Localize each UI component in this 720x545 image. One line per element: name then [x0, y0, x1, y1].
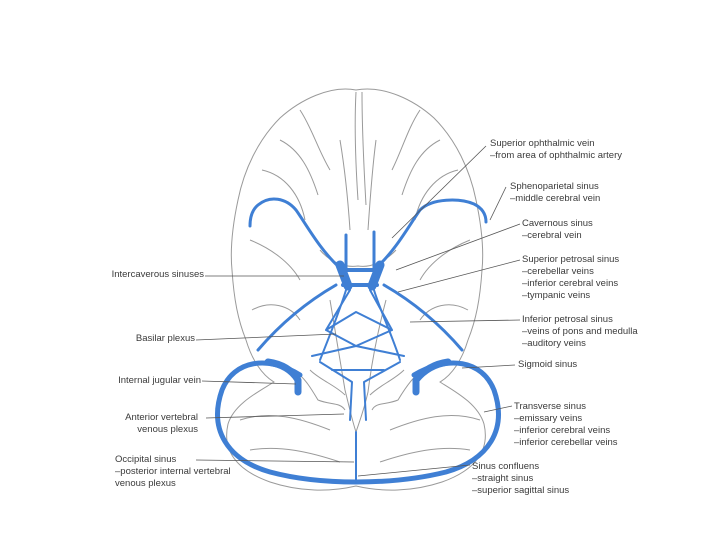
label-sub: –emissary veins — [514, 413, 583, 424]
label-sigmoid-sinus: Sigmoid sinus — [518, 359, 577, 371]
label-sub: –auditory veins — [522, 338, 586, 349]
label-title: Inferior petrosal sinus — [522, 314, 613, 325]
label-occipital-sinus: Occipital sinus –posterior internal vert… — [115, 454, 231, 490]
label-title: Superior petrosal sinus — [522, 254, 620, 265]
label-title: Cavernous sinus — [522, 218, 593, 229]
label-sub: –middle cerebral vein — [510, 193, 601, 204]
label-title: Superior ophthalmic vein — [490, 138, 595, 149]
venous-sinuses — [215, 197, 501, 485]
label-title: Sinus confluens — [472, 461, 540, 472]
label-internal-jugular-vein: Internal jugular vein — [80, 375, 201, 387]
sigmoid-sinus-left — [264, 358, 302, 396]
label-title: Occipital sinus — [115, 454, 177, 465]
label-sub: –tympanic veins — [522, 290, 591, 301]
label-sub: –posterior internal vertebral — [115, 466, 231, 477]
label-superior-petrosal-sinus: Superior petrosal sinus –cerebellar vein… — [522, 254, 619, 302]
label-sub: –veins of pons and medulla — [522, 326, 638, 337]
label-superior-ophthalmic-vein: Superior ophthalmic vein –from area of o… — [490, 138, 622, 162]
basilar-plexus — [311, 289, 405, 421]
label-title: Anterior vertebral — [125, 412, 198, 423]
label-sub: –superior sagittal sinus — [472, 485, 570, 496]
brain-outline — [226, 88, 486, 491]
label-cavernous-sinus: Cavernous sinus –cerebral vein — [522, 218, 593, 242]
sphenoparietal-sinus-left — [248, 197, 342, 270]
label-inferior-petrosal-sinus: Inferior petrosal sinus –veins of pons a… — [522, 314, 638, 350]
label-sub: –inferior cerebellar veins — [514, 437, 618, 448]
label-basilar-plexus: Basilar plexus — [80, 333, 195, 345]
superior-petrosal-sinus-right — [382, 283, 464, 352]
label-sub: –inferior cerebral veins — [514, 425, 611, 436]
intercavernous-sinuses — [338, 268, 382, 287]
label-sub: –cerebral vein — [522, 230, 582, 241]
label-title: Internal jugular vein — [118, 375, 201, 386]
label-sphenoparietal-sinus: Sphenoparietal sinus –middle cerebral ve… — [510, 181, 600, 205]
sphenoparietal-sinus-right — [374, 198, 488, 270]
label-title: Transverse sinus — [514, 401, 586, 412]
label-sub: venous plexus — [115, 478, 176, 489]
label-sub: –inferior cerebral veins — [522, 278, 619, 289]
label-title: Basilar plexus — [135, 333, 195, 344]
inferior-petrosal-sinus-right — [373, 289, 401, 361]
label-sub: –cerebellar veins — [522, 266, 594, 277]
label-intercavernous-sinuses: Intercaverous sinuses — [80, 269, 204, 281]
label-sinus-confluens: Sinus confluens –straight sinus –superio… — [472, 461, 569, 497]
label-anterior-vertebral-venous-plexus: Anterior vertebral venous plexus — [80, 412, 198, 436]
label-title: Sphenoparietal sinus — [510, 181, 599, 192]
superior-petrosal-sinus-left — [256, 283, 338, 352]
label-title: Intercaverous sinuses — [111, 269, 204, 280]
sigmoid-sinus-right — [412, 358, 452, 396]
label-transverse-sinus: Transverse sinus –emissary veins –inferi… — [514, 401, 618, 449]
leader-lines — [195, 145, 521, 477]
label-sub: –from area of ophthalmic artery — [490, 150, 623, 161]
label-title: Sigmoid sinus — [518, 359, 578, 370]
transverse-sinus — [215, 360, 501, 485]
label-sub: venous plexus — [137, 424, 198, 435]
label-sub: –straight sinus — [472, 473, 534, 484]
